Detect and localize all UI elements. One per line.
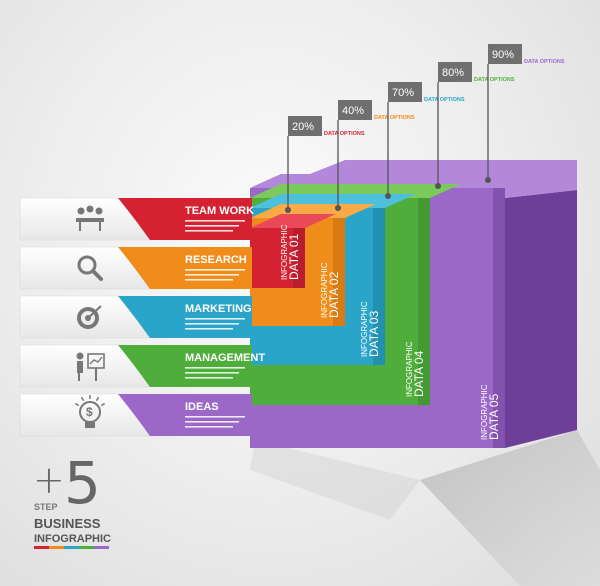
tab-desc-line — [185, 421, 239, 423]
step-side-shade-1 — [293, 228, 305, 288]
callout-option-5: DATA OPTIONS — [524, 59, 565, 65]
callout-dot-5 — [485, 177, 491, 183]
tab-desc-line — [185, 328, 233, 330]
presenter-board-icon — [76, 352, 105, 381]
callout-box-5 — [488, 44, 522, 64]
lightbulb-dollar-icon: $ — [74, 395, 106, 428]
callout-percent-5: 90% — [492, 49, 514, 61]
brand-color-stripe — [34, 546, 109, 549]
callout-box-2 — [338, 100, 372, 120]
callout-percent-2: 40% — [342, 105, 364, 117]
magnifier-icon — [77, 255, 103, 281]
stair-cube: INFOGRAPHICDATA 05 INFOGRAPHICDATA 04 INFO… — [250, 160, 577, 448]
tab-desc-line — [185, 416, 245, 418]
cube-shadow — [420, 430, 600, 586]
callout-option-3: DATA OPTIONS — [424, 97, 465, 103]
tab-desc-line — [185, 367, 245, 369]
callout-dot-1 — [285, 207, 291, 213]
target-arrow-icon — [77, 305, 102, 329]
callout-option-2: DATA OPTIONS — [374, 115, 415, 121]
brand-stripe-4 — [79, 546, 94, 549]
callout-4: 80% DATA OPTIONS — [435, 62, 515, 189]
callout-box-4 — [438, 62, 472, 82]
brand-stripe-3 — [64, 546, 79, 549]
callout-option-1: DATA OPTIONS — [324, 131, 365, 137]
callout-box-1 — [288, 116, 322, 136]
brand-business: BUSINESS — [34, 516, 101, 531]
step-top-face-1 — [250, 214, 336, 228]
tab-desc-line — [185, 323, 239, 325]
callout-box-3 — [388, 82, 422, 102]
tab-desc-line — [185, 279, 233, 281]
callout-3: 70% DATA OPTIONS — [385, 82, 465, 199]
callout-5: 90% DATA OPTIONS — [485, 44, 565, 183]
tab-title-1: TEAM WORK — [185, 205, 254, 217]
tab-desc-line — [185, 318, 245, 320]
step-tab-1: TEAM WORK — [19, 197, 254, 241]
svg-text:$: $ — [86, 405, 93, 419]
tab-ribbon-2 — [118, 247, 252, 289]
step-data-label-4: INFOGRAPHICDATA 04 — [405, 341, 426, 397]
step-tab-5: $ IDEAS — [19, 393, 252, 437]
tab-title-3: MARKETING — [185, 303, 252, 315]
cube-right-face — [505, 190, 577, 448]
tab-ribbon-3 — [118, 296, 252, 338]
brand-plus: + — [33, 458, 65, 502]
step-side-shade-3 — [373, 208, 385, 365]
tab-title-5: IDEAS — [185, 401, 219, 413]
callout-1: 20% DATA OPTIONS — [285, 116, 365, 213]
tab-ribbon-4 — [118, 345, 252, 387]
callout-percent-4: 80% — [442, 67, 464, 79]
brand-stripe-5 — [94, 546, 109, 549]
callout-dot-2 — [335, 205, 341, 211]
brand-infographic: INFOGRAPHIC — [34, 533, 111, 545]
percent-callouts: 20% DATA OPTIONS 40% DATA OPTIONS 70% DATA OP… — [285, 44, 565, 213]
callout-option-4: DATA OPTIONS — [474, 77, 515, 83]
step-side-shade-4 — [418, 198, 430, 405]
step-tabs: TEAM WORK RESEARCH MARKETING MANAGEMENT $ IDE… — [19, 197, 265, 437]
brand-number: 5 — [64, 449, 101, 517]
step-data-label-1: INFOGRAPHICDATA 01 — [280, 224, 301, 280]
brand-block: + 5 STEP BUSINESS INFOGRAPHIC — [33, 449, 111, 549]
brand-step: STEP — [34, 502, 58, 512]
brand-stripe-1 — [34, 546, 49, 549]
tab-desc-line — [185, 225, 239, 227]
brand-stripe-2 — [49, 546, 64, 549]
tab-title-4: MANAGEMENT — [185, 352, 265, 364]
tab-ribbon-5 — [118, 394, 252, 436]
tab-desc-line — [185, 269, 245, 271]
callout-2: 40% DATA OPTIONS — [335, 100, 415, 211]
step-data-label-5: INFOGRAPHICDATA 05 — [480, 384, 501, 440]
callout-percent-1: 20% — [292, 121, 314, 133]
callout-dot-4 — [435, 183, 441, 189]
tab-desc-line — [185, 274, 239, 276]
tabs-shadow — [250, 440, 420, 520]
tab-desc-line — [185, 426, 233, 428]
callout-dot-3 — [385, 193, 391, 199]
step-tab-2: RESEARCH — [19, 246, 252, 290]
step-tab-4: MANAGEMENT — [19, 344, 265, 388]
team-meeting-icon — [76, 205, 104, 231]
tab-desc-line — [185, 220, 245, 222]
step-data-label-2: INFOGRAPHICDATA 02 — [320, 262, 341, 318]
callout-percent-3: 70% — [392, 87, 414, 99]
tab-desc-line — [185, 372, 239, 374]
step-data-label-3: INFOGRAPHICDATA 03 — [360, 301, 381, 357]
tab-ribbon-1 — [118, 198, 252, 240]
step-side-shade-5 — [493, 188, 505, 448]
tab-title-2: RESEARCH — [185, 254, 247, 266]
step-side-shade-2 — [333, 218, 345, 326]
step-tab-3: MARKETING — [19, 295, 252, 339]
tab-desc-line — [185, 377, 233, 379]
tab-desc-line — [185, 230, 233, 232]
